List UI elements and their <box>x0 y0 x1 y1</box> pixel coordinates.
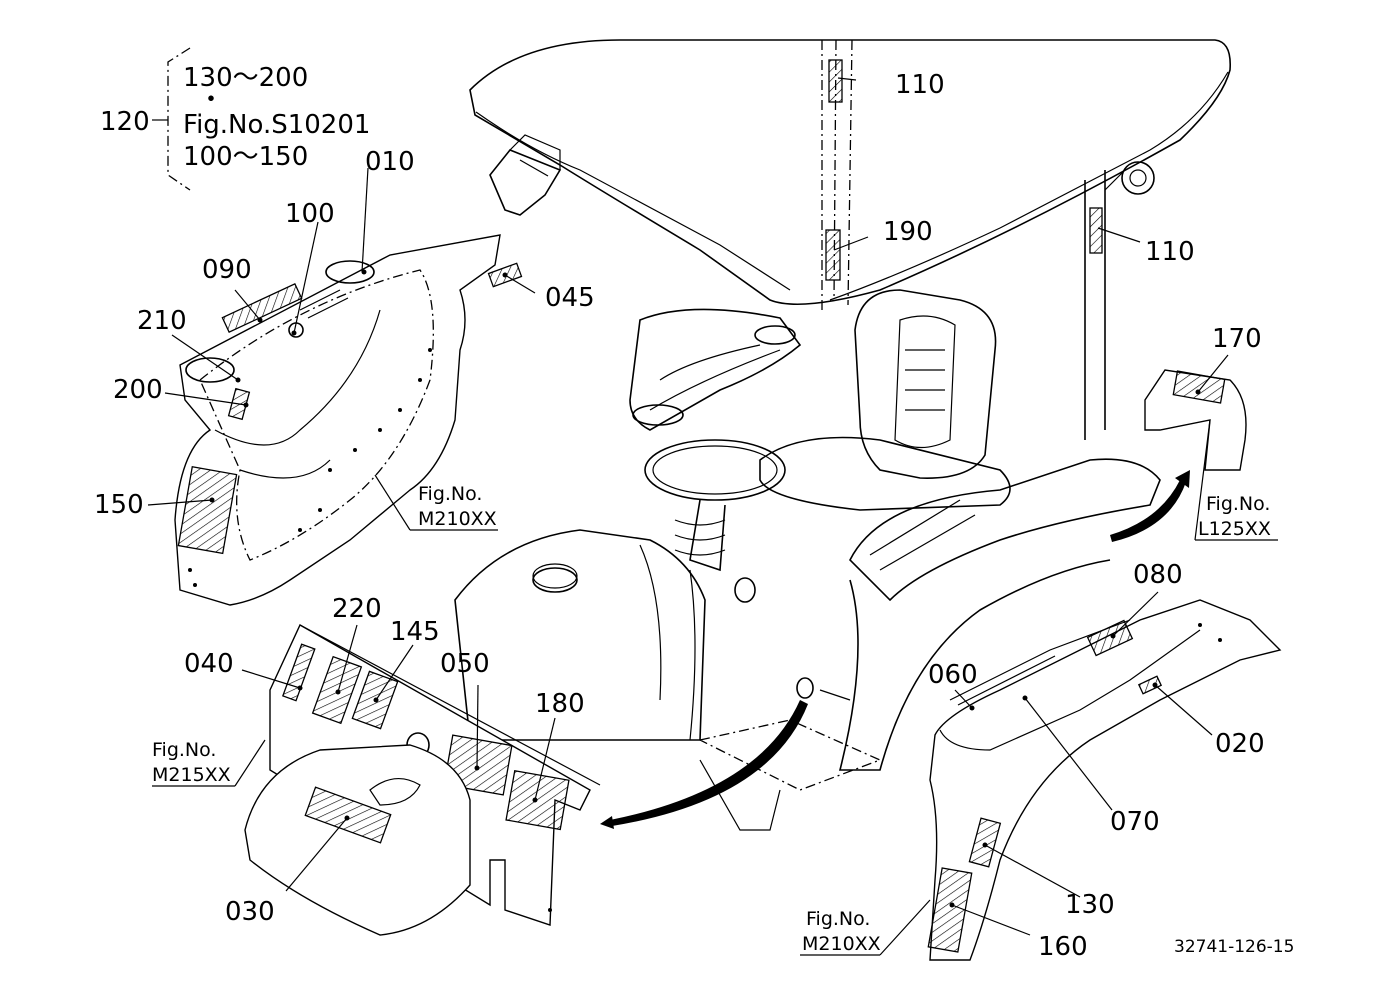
fig-ref-right-lower-title: Fig.No. <box>806 908 870 930</box>
callout-220: 220 <box>332 594 382 624</box>
right-fender-installed <box>838 458 1161 771</box>
callout-150: 150 <box>94 490 144 520</box>
rops-right-post <box>1084 161 1155 440</box>
callout-labels: 010 020 030 040 045 050 060 070 080 090 … <box>94 70 1265 962</box>
fig-ref-step-title: Fig.No. <box>1206 493 1270 515</box>
fig-ref-step-code: L125XX <box>1198 518 1271 540</box>
callout-045: 045 <box>545 283 595 313</box>
canopy-roof <box>469 39 1232 306</box>
group-bracket <box>152 47 191 191</box>
fig-ref-dash-code: M215XX <box>152 764 231 786</box>
group-label: 120 <box>100 107 150 137</box>
callout-170: 170 <box>1212 324 1262 354</box>
figure-references: Fig.No. M210XX Fig.No. M210XX Fig.No. M2… <box>152 483 1271 955</box>
group-fig-ref: Fig.No.S10201 <box>183 110 370 140</box>
group-range-lower: 100～150 <box>183 142 308 172</box>
callout-100: 100 <box>285 199 335 229</box>
fig-ref-left-title: Fig.No. <box>418 483 482 505</box>
callout-040: 040 <box>184 649 234 679</box>
fig-ref-right-lower-code: M210XX <box>802 933 881 955</box>
callout-110-upper: 110 <box>895 70 945 100</box>
figure-ref-leaders <box>152 419 1278 956</box>
fig-ref-left-code: M210XX <box>418 508 497 530</box>
callout-210: 210 <box>137 306 187 336</box>
steering-wheel <box>644 439 786 572</box>
left-fender-part <box>174 234 523 606</box>
arrow-to-hood <box>600 700 808 829</box>
canopy-mount-left <box>489 134 562 216</box>
callout-200: 200 <box>113 375 163 405</box>
callout-090: 090 <box>202 255 252 285</box>
rops-left-post <box>821 39 853 310</box>
fig-ref-dash-title: Fig.No. <box>152 739 216 761</box>
callout-190: 190 <box>883 217 933 247</box>
left-fender-installed <box>629 308 802 431</box>
hood-and-fuel-tank <box>454 529 706 741</box>
callout-080: 080 <box>1133 560 1183 590</box>
arrow-to-step <box>1110 470 1190 542</box>
step-part <box>1144 369 1247 471</box>
callout-110-lower: 110 <box>1145 237 1195 267</box>
callout-070: 070 <box>1110 807 1160 837</box>
group-reference: 120 130～200 ・ Fig.No.S10201 100～150 <box>100 63 370 172</box>
callout-060: 060 <box>928 660 978 690</box>
callout-020: 020 <box>1215 729 1265 759</box>
callout-010: 010 <box>365 147 415 177</box>
callout-030: 030 <box>225 897 275 927</box>
callout-050: 050 <box>440 649 490 679</box>
operator-seat <box>759 289 1011 511</box>
callout-160: 160 <box>1038 932 1088 962</box>
chassis-frame <box>698 577 882 831</box>
group-range-upper: 130～200 <box>183 63 308 93</box>
callout-130: 130 <box>1065 890 1115 920</box>
callout-145: 145 <box>390 617 440 647</box>
leader-lines <box>147 77 1229 936</box>
front-cover-part <box>244 744 471 936</box>
group-separator: ・ <box>198 85 224 115</box>
right-fender-part <box>927 599 1282 961</box>
callout-180: 180 <box>535 689 585 719</box>
drawing-code: 32741-126-15 <box>1174 937 1294 957</box>
